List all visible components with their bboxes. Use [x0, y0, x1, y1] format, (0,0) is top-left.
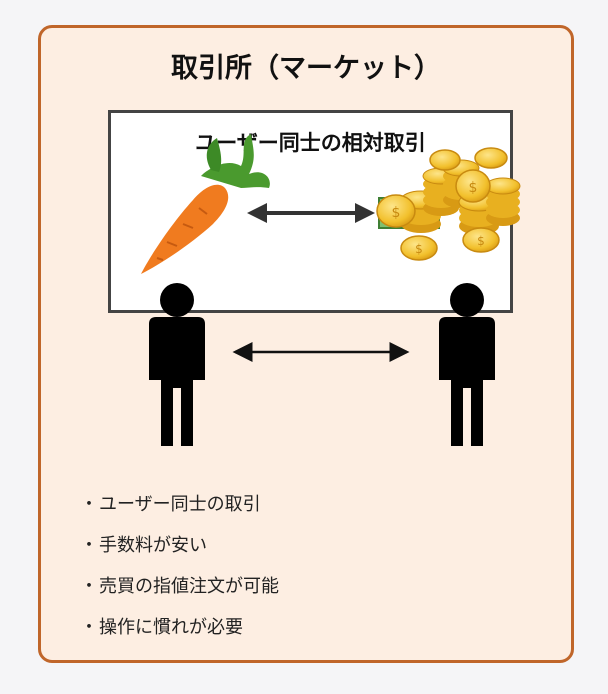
exchange-card: 取引所（マーケット） ユーザー同士の相対取引: [38, 25, 574, 663]
coin-stack-icon: $ $ $ $: [376, 147, 521, 261]
svg-text:$: $: [469, 180, 478, 196]
board-title: ユーザー同士の相対取引: [195, 131, 426, 155]
double-arrow-icon: [247, 203, 375, 223]
person-icon: [439, 283, 495, 446]
carrot-icon: [141, 134, 270, 274]
card-title: 取引所（マーケット）: [171, 53, 441, 84]
svg-text:$: $: [415, 242, 423, 256]
list-item: ・売買の指値注文が可能: [80, 576, 279, 597]
person-icon: [149, 283, 205, 446]
list-item: ・操作に慣れが必要: [80, 617, 243, 638]
list-item: ・手数料が安い: [80, 535, 207, 556]
svg-text:$: $: [392, 205, 401, 221]
svg-text:$: $: [477, 234, 485, 248]
feature-list: ・ユーザー同士の取引 ・手数料が安い ・売買の指値注文が可能 ・操作に慣れが必要: [79, 484, 279, 648]
trade-scene: $ $ $ $: [141, 134, 521, 446]
list-item: ・ユーザー同士の取引: [80, 494, 261, 515]
